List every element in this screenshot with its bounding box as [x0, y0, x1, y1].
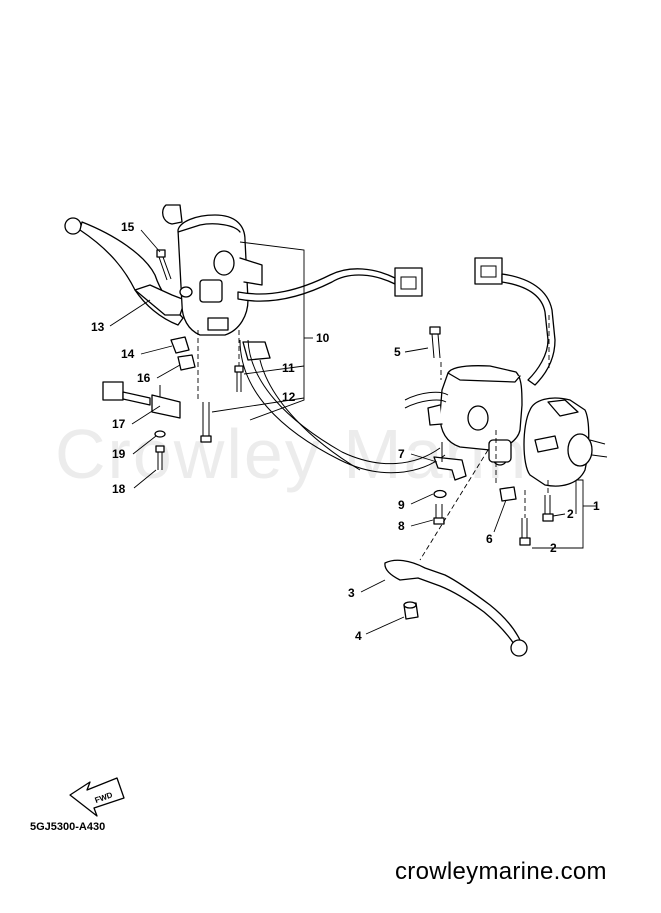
washer-9 — [433, 489, 447, 499]
callout-5: 5 — [394, 345, 401, 359]
callout-18: 18 — [112, 482, 126, 496]
screw-5 — [429, 326, 441, 359]
drawing-code: 5GJ5300-A430 — [30, 821, 106, 833]
right-perch-housing — [427, 365, 523, 466]
screw-2a — [542, 495, 554, 522]
callout-1: 1 — [593, 499, 600, 513]
callout-6: 6 — [486, 532, 493, 546]
callout-19: 19 — [112, 447, 126, 461]
screw-11 — [234, 365, 244, 392]
right-connector — [474, 257, 503, 285]
screw-12 — [200, 402, 212, 443]
screw-8 — [433, 504, 445, 525]
right-lever — [384, 559, 528, 657]
callout-14: 14 — [121, 347, 135, 361]
callout-3: 3 — [348, 586, 355, 600]
switch-17 — [102, 381, 181, 419]
washer-19 — [154, 430, 166, 438]
bolt-15 — [156, 249, 172, 281]
bracket-7 — [433, 442, 467, 481]
callout-2-upper: 2 — [567, 507, 574, 521]
callout-8: 8 — [398, 519, 405, 533]
callout-7: 7 — [398, 447, 405, 461]
callout-13: 13 — [91, 320, 105, 334]
left-switch-housing — [161, 204, 271, 361]
screw-18 — [155, 445, 165, 470]
fwd-arrow-icon: FWD — [69, 777, 125, 817]
bushing-4 — [403, 601, 419, 620]
nut-6 — [499, 486, 517, 502]
callout-17: 17 — [112, 417, 126, 431]
left-connector — [394, 267, 423, 297]
callout-2-lower: 2 — [550, 541, 557, 555]
callout-11: 11 — [282, 361, 295, 375]
nut-14 — [170, 336, 190, 354]
left-lever — [64, 217, 186, 326]
callout-12: 12 — [282, 390, 296, 404]
callout-16: 16 — [137, 371, 151, 385]
nut-16 — [177, 354, 196, 371]
screw-2b — [519, 518, 531, 546]
right-switch-housing — [523, 397, 608, 487]
website-text: crowleymarine.com — [395, 858, 607, 885]
callout-10: 10 — [316, 331, 330, 345]
callout-4: 4 — [355, 629, 362, 643]
callout-9: 9 — [398, 498, 405, 512]
callout-15: 15 — [121, 220, 135, 234]
